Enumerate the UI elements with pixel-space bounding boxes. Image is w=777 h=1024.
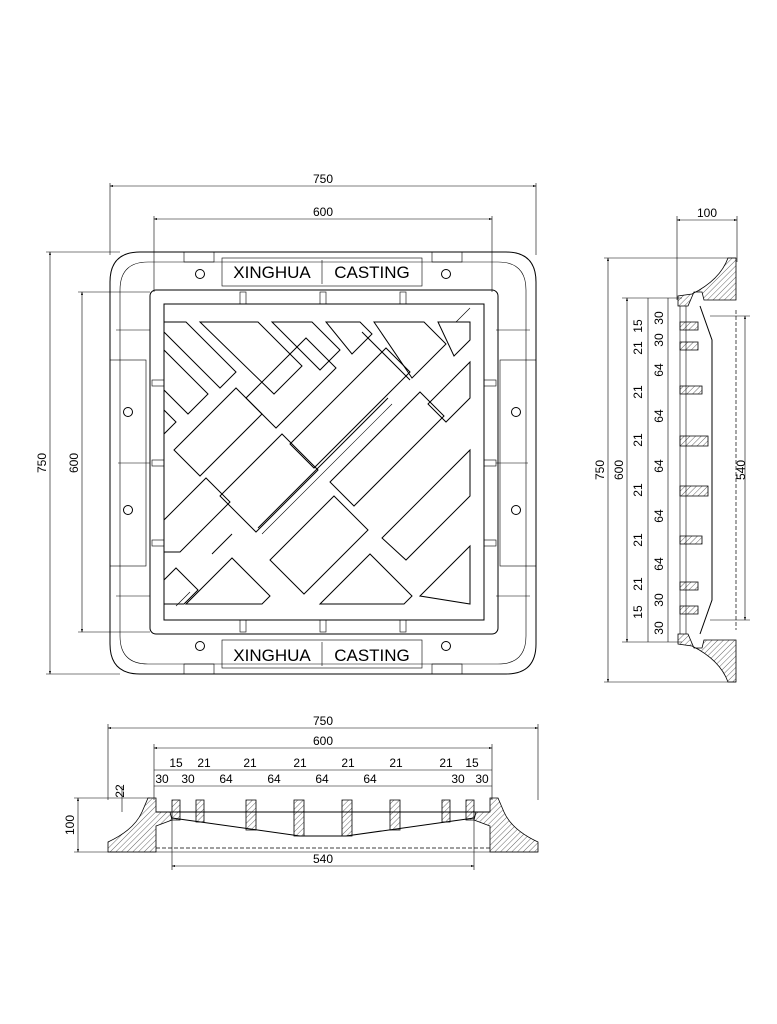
front-rib-bottom-dim-label: 64 — [267, 772, 281, 786]
side-dim-outer-height: 750 — [593, 257, 736, 683]
front-view: 750 600 100 22 — [63, 714, 539, 870]
front-rib-top-dim-label: 21 — [197, 756, 211, 770]
bolt-holes — [123, 269, 521, 651]
side-dim-depth-label: 100 — [697, 206, 717, 220]
front-frame-section-right — [473, 797, 539, 853]
side-rib-dim-label: 21 — [631, 433, 645, 447]
front-dim-clear: 540 — [171, 820, 475, 870]
side-dim-depth: 100 — [676, 206, 738, 300]
front-rib-bottom-dim-label: 30 — [451, 772, 465, 786]
side-dim-inner-height: 600 — [612, 297, 682, 643]
front-dim-outer-width-label: 750 — [313, 714, 333, 728]
brand-plate-top: XINGHUA CASTING — [221, 257, 423, 287]
front-rib-top-dim-label: 15 — [169, 756, 183, 770]
brand-top-right-text: CASTING — [334, 263, 410, 282]
brand-plate-bottom: XINGHUA CASTING — [221, 639, 423, 669]
plan-dim-outer-width-label: 750 — [313, 172, 333, 186]
plan-view: 750 600 750 600 — [35, 172, 537, 675]
front-rib-top-dim-label: 15 — [465, 756, 479, 770]
cover-plate-outer — [149, 289, 499, 635]
frame-inner-outline — [119, 261, 527, 665]
side-rib-dims: 30 15 30 21 64 21 64 21 64 21 64 21 64 21 30 15 30 — [631, 298, 669, 642]
cover-perimeter-studs — [151, 291, 497, 633]
front-frame-section-left — [107, 797, 173, 853]
side-rib-dim-label: 30 — [652, 621, 666, 635]
front-dim-clear-label: 540 — [313, 852, 333, 866]
plan-dim-inner-height-label: 600 — [67, 453, 81, 473]
front-cover-profile — [156, 811, 490, 837]
frame-outer-outline — [109, 251, 537, 675]
plan-dim-inner-height: 600 — [67, 291, 150, 633]
front-rib-bottom-dim-label: 64 — [363, 772, 377, 786]
brand-bottom-right-text: CASTING — [334, 646, 410, 665]
brand-top-left-text: XINGHUA — [233, 263, 311, 282]
plan-dim-inner-width-label: 600 — [313, 205, 333, 219]
side-rib-dim-label: 30 — [652, 333, 666, 347]
side-dim-clear: 540 — [710, 315, 750, 621]
front-rib-top-dim-label: 21 — [389, 756, 403, 770]
front-rib-top-dim-label: 21 — [293, 756, 307, 770]
front-dim-lip: 22 — [113, 784, 127, 812]
plan-dim-inner-width: 600 — [153, 205, 493, 292]
front-rib-bottom-dim-label: 64 — [315, 772, 329, 786]
front-dim-lip-label: 22 — [113, 784, 127, 798]
front-dim-height-label: 100 — [63, 815, 77, 835]
side-rib-dim-label: 64 — [652, 557, 666, 571]
side-rib-dim-label: 15 — [631, 319, 645, 333]
front-dim-inner-width: 600 — [153, 734, 493, 800]
side-rib-dim-label: 21 — [631, 533, 645, 547]
side-rib-dim-label: 21 — [631, 483, 645, 497]
side-rib-dim-label: 30 — [652, 593, 666, 607]
plan-dim-outer-width: 750 — [109, 172, 537, 255]
side-frame-section-bottom — [677, 633, 737, 683]
side-rib-dim-label: 64 — [652, 459, 666, 473]
front-dim-inner-width-label: 600 — [313, 734, 333, 748]
front-rib-bottom-dim-label: 30 — [155, 772, 169, 786]
side-view: 100 750 600 540 — [593, 206, 750, 683]
plan-dim-outer-height: 750 — [35, 251, 120, 675]
side-frame-section-top — [677, 257, 737, 307]
side-rib-dim-label: 64 — [652, 363, 666, 377]
front-rib-bottom-dim-label: 30 — [181, 772, 195, 786]
side-rib-dim-label: 15 — [631, 605, 645, 619]
front-rib-bottom-dim-label: 30 — [475, 772, 489, 786]
side-rib-dim-label: 64 — [652, 409, 666, 423]
brand-bottom-left-text: XINGHUA — [233, 646, 311, 665]
side-rib-dim-label: 21 — [631, 385, 645, 399]
side-dim-outer-height-label: 750 — [593, 460, 607, 480]
side-rib-dim-label: 30 — [652, 311, 666, 325]
side-rib-dim-label: 64 — [652, 509, 666, 523]
side-rib-dim-label: 21 — [631, 577, 645, 591]
front-ribs — [171, 799, 475, 837]
front-rib-top-dim-label: 21 — [439, 756, 453, 770]
side-dim-clear-label: 540 — [734, 460, 748, 480]
front-dim-outer-width: 750 — [107, 714, 539, 800]
front-rib-top-dim-label: 21 — [243, 756, 257, 770]
cover-grille-pattern — [164, 307, 471, 607]
side-ribs — [679, 321, 709, 615]
side-dim-inner-height-label: 600 — [612, 460, 626, 480]
side-cover-profile — [699, 305, 713, 635]
plan-dim-outer-height-label: 750 — [35, 453, 49, 473]
side-rib-dim-label: 21 — [631, 341, 645, 355]
front-rib-top-dim-label: 21 — [341, 756, 355, 770]
front-rib-bottom-dim-label: 64 — [219, 772, 233, 786]
front-dim-height: 100 — [63, 797, 150, 853]
